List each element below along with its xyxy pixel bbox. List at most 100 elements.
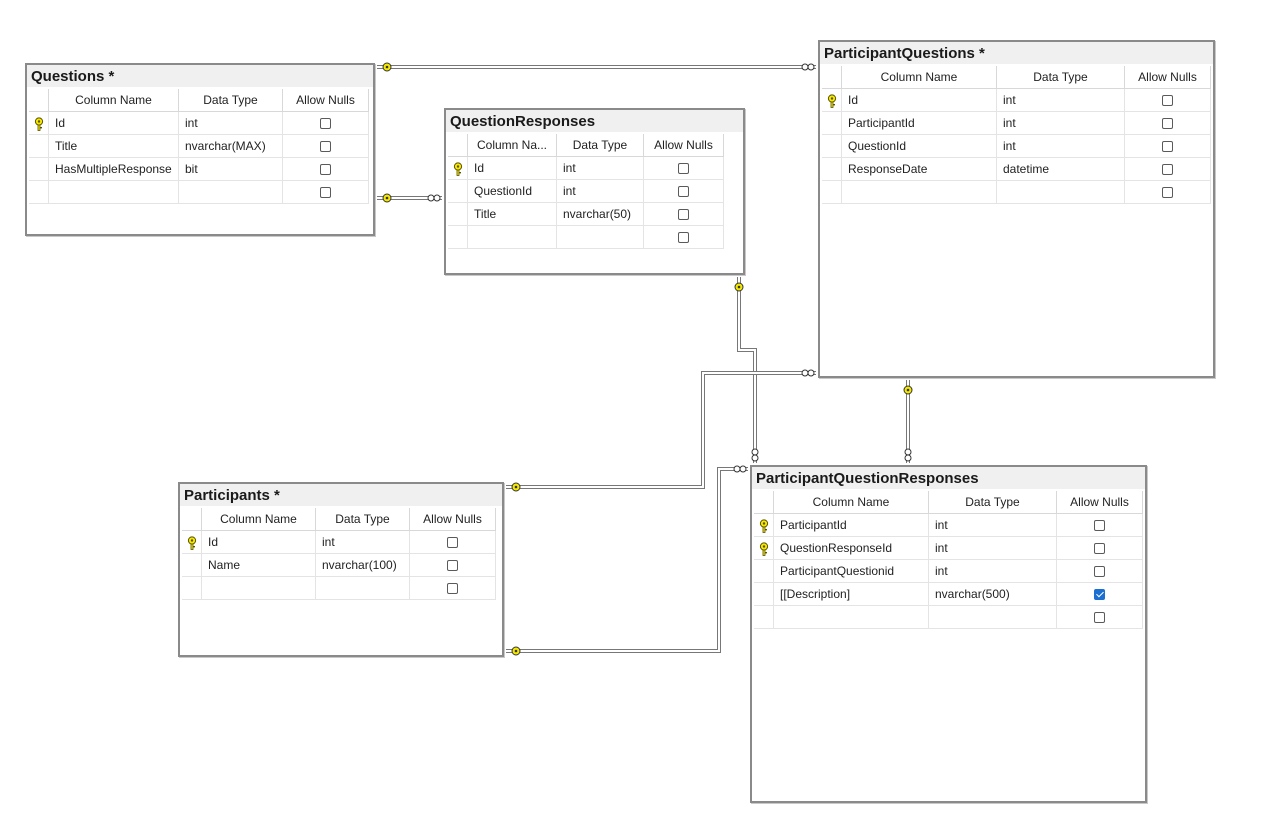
allow-nulls-checkbox[interactable] [447,536,458,548]
column-name-cell[interactable]: Id [202,531,316,554]
row-selector[interactable] [182,554,202,577]
data-type-cell[interactable]: datetime [997,158,1125,181]
data-type-cell[interactable]: int [316,531,410,554]
column-row[interactable] [29,181,371,204]
row-selector[interactable] [822,135,842,158]
column-name-cell[interactable]: Id [49,112,179,135]
allow-nulls-checkbox[interactable] [678,231,689,243]
column-row[interactable] [182,577,500,600]
row-selector[interactable] [448,157,468,180]
column-name-cell[interactable]: QuestionId [468,180,557,203]
column-name-cell[interactable]: QuestionResponseId [774,537,929,560]
data-type-cell[interactable]: int [997,135,1125,158]
table-title[interactable]: Questions * [27,65,373,87]
allow-nulls-checkbox[interactable] [1162,163,1173,175]
row-selector[interactable] [754,514,774,537]
row-selector[interactable] [182,531,202,554]
allow-nulls-checkbox[interactable] [447,582,458,594]
column-name-header[interactable]: Column Name [842,66,997,89]
column-name-cell[interactable]: Name [202,554,316,577]
data-type-cell[interactable]: nvarchar(50) [557,203,644,226]
data-type-cell[interactable]: int [179,112,283,135]
allow-nulls-header[interactable]: Allow Nulls [410,508,496,531]
participants-pqr-relationship[interactable] [506,465,748,656]
table-title[interactable]: QuestionResponses [446,110,743,132]
row-selector[interactable] [29,112,49,135]
column-name-cell[interactable]: [[Description] [774,583,929,606]
row-selector[interactable] [182,577,202,600]
column-name-cell[interactable]: ResponseDate [842,158,997,181]
column-name-cell[interactable]: HasMultipleResponse [49,158,179,181]
data-type-cell[interactable]: bit [179,158,283,181]
data-type-cell[interactable]: nvarchar(MAX) [179,135,283,158]
data-type-cell[interactable]: int [997,112,1125,135]
allow-nulls-header[interactable]: Allow Nulls [1057,491,1143,514]
allow-nulls-checkbox[interactable] [1094,565,1105,577]
data-type-cell[interactable] [316,577,410,600]
column-name-cell[interactable] [202,577,316,600]
row-selector[interactable] [822,89,842,112]
column-name-cell[interactable] [49,181,179,204]
column-name-cell[interactable]: ParticipantId [842,112,997,135]
allow-nulls-checkbox[interactable] [320,163,331,175]
allow-nulls-checkbox[interactable] [1162,186,1173,198]
allow-nulls-checkbox[interactable] [447,559,458,571]
data-type-cell[interactable]: int [929,514,1057,537]
data-type-header[interactable]: Data Type [557,134,644,157]
questions-questionresponses-relationship[interactable] [377,193,442,203]
allow-nulls-checkbox[interactable] [1094,588,1105,600]
row-selector[interactable] [822,181,842,204]
participantquestions-pqr-relationship[interactable] [903,380,913,463]
allow-nulls-header[interactable]: Allow Nulls [644,134,724,157]
row-selector[interactable] [29,181,49,204]
column-name-header[interactable]: Column Name [202,508,316,531]
data-type-cell[interactable]: nvarchar(500) [929,583,1057,606]
column-name-cell[interactable] [468,226,557,249]
row-selector[interactable] [754,606,774,629]
column-name-cell[interactable]: Title [468,203,557,226]
allow-nulls-checkbox[interactable] [320,117,331,129]
column-row[interactable] [822,181,1211,204]
allow-nulls-checkbox[interactable] [1162,140,1173,152]
row-selector[interactable] [448,203,468,226]
row-selector[interactable] [448,180,468,203]
data-type-header[interactable]: Data Type [316,508,410,531]
row-selector[interactable] [822,112,842,135]
allow-nulls-checkbox[interactable] [1162,94,1173,106]
data-type-cell[interactable]: int [557,180,644,203]
questions-participantquestions-relationship[interactable] [377,62,816,72]
allow-nulls-checkbox[interactable] [1162,117,1173,129]
data-type-cell[interactable]: int [929,537,1057,560]
data-type-header[interactable]: Data Type [929,491,1057,514]
data-type-cell[interactable] [179,181,283,204]
row-selector[interactable] [29,135,49,158]
allow-nulls-header[interactable]: Allow Nulls [283,89,369,112]
column-name-cell[interactable]: ParticipantId [774,514,929,537]
table-title[interactable]: ParticipantQuestionResponses [752,467,1145,489]
column-name-cell[interactable]: ParticipantQuestionid [774,560,929,583]
column-name-cell[interactable]: Id [842,89,997,112]
column-name-cell[interactable]: QuestionId [842,135,997,158]
allow-nulls-checkbox[interactable] [678,162,689,174]
row-selector[interactable] [754,560,774,583]
column-name-header[interactable]: Column Na... [468,134,557,157]
row-selector[interactable] [448,226,468,249]
data-type-cell[interactable]: int [929,560,1057,583]
row-selector[interactable] [754,537,774,560]
row-selector[interactable] [822,158,842,181]
column-name-cell[interactable]: Id [468,157,557,180]
table-title[interactable]: Participants * [180,484,502,506]
